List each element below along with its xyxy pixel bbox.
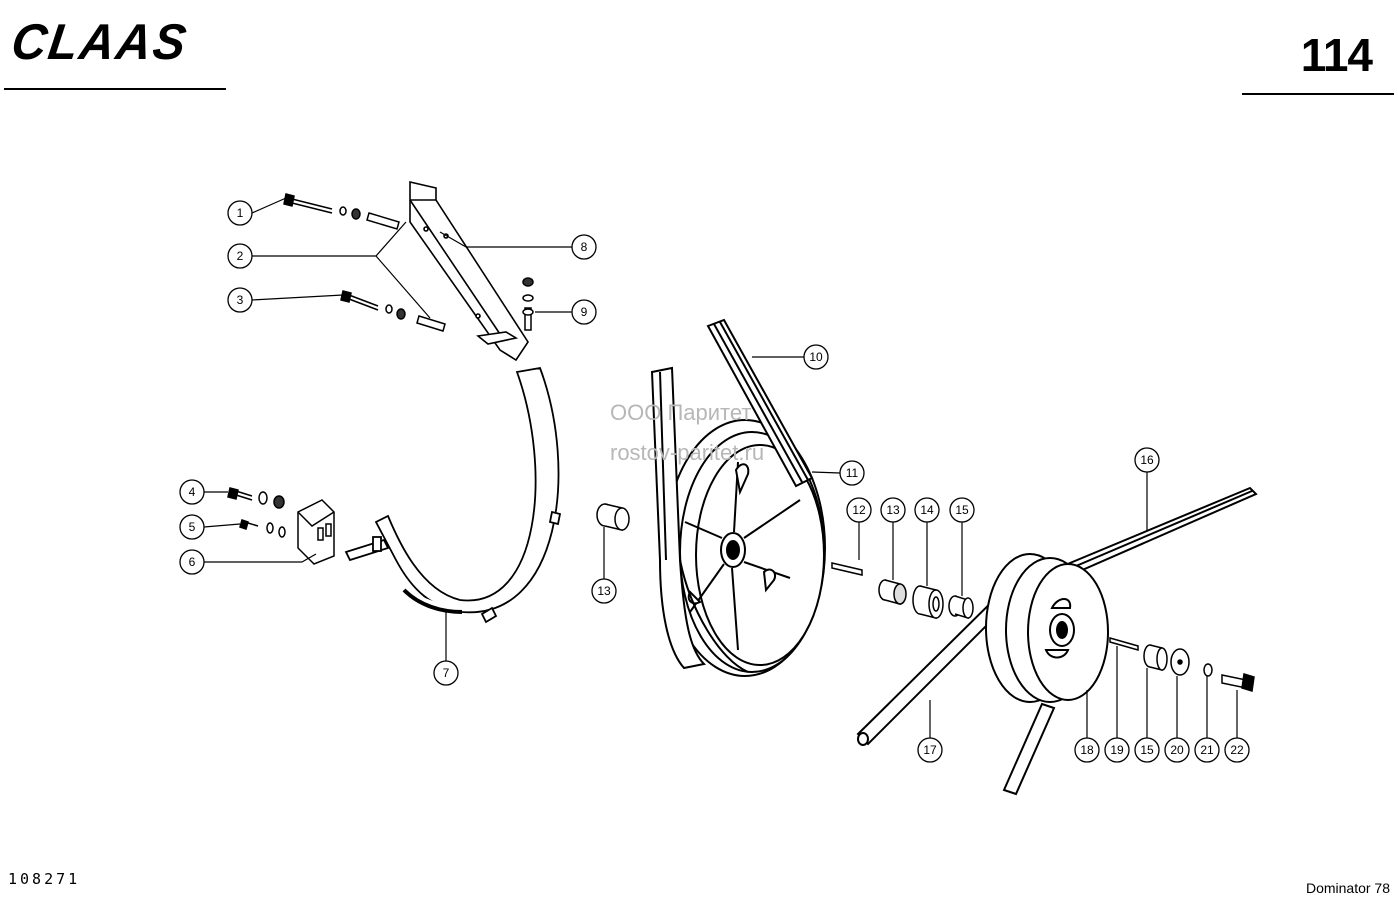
- callout-5: 5: [179, 514, 205, 540]
- callout-9: 9: [571, 299, 597, 325]
- svg-text:18: 18: [1080, 743, 1094, 757]
- watermark-company: ООО Паритет: [610, 400, 752, 425]
- bushing-part-13-right: [878, 579, 907, 605]
- svg-text:15: 15: [955, 503, 969, 517]
- small-pulley-18: [985, 553, 1109, 703]
- bushing-part-13-left: [596, 503, 630, 531]
- v-belt-part-16: [1056, 486, 1258, 580]
- svg-text:11: 11: [846, 466, 859, 480]
- callout-15-lower: 15: [1134, 737, 1160, 763]
- svg-text:3: 3: [237, 293, 244, 307]
- svg-text:10: 10: [809, 350, 823, 364]
- svg-text:13: 13: [886, 503, 900, 517]
- screw-part-5: [239, 519, 286, 538]
- svg-text:13: 13: [597, 584, 611, 598]
- mounting-plate-6: [297, 499, 335, 565]
- svg-text:19: 19: [1110, 743, 1124, 757]
- callout-21: 21: [1194, 737, 1220, 763]
- callout-2: 2: [227, 243, 253, 269]
- callout-11: 11: [839, 460, 865, 486]
- leader-lines: [203, 197, 1238, 738]
- svg-text:8: 8: [581, 240, 588, 254]
- callout-20: 20: [1164, 737, 1190, 763]
- callout-4: 4: [179, 479, 205, 505]
- svg-text:14: 14: [920, 503, 934, 517]
- bolt-washer-nut-part-9: [522, 277, 534, 331]
- v-belt-part-10: [706, 318, 814, 488]
- svg-text:4: 4: [189, 485, 196, 499]
- svg-text:22: 22: [1230, 743, 1244, 757]
- svg-text:1: 1: [237, 206, 244, 220]
- page-number: 114: [1300, 29, 1373, 81]
- callout-8: 8: [571, 234, 597, 260]
- callout-22: 22: [1224, 737, 1250, 763]
- svg-text:21: 21: [1200, 743, 1214, 757]
- callout-13-left: 13: [591, 578, 617, 604]
- svg-text:7: 7: [443, 666, 450, 680]
- callout-3: 3: [227, 287, 253, 313]
- model-name: Dominator 78: [1305, 880, 1390, 896]
- callout-1: 1: [227, 200, 253, 226]
- spacer-tube-upper: [366, 212, 400, 230]
- washer-nut-part-1: [339, 206, 361, 220]
- bushing-part-15-upper: [948, 595, 974, 620]
- curved-belt-guard-7: [344, 366, 562, 624]
- washer-part-20: [1170, 648, 1190, 676]
- callout-19: 19: [1104, 737, 1130, 763]
- svg-text:6: 6: [189, 555, 196, 569]
- bolt-part-3: [340, 290, 446, 332]
- callout-16: 16: [1134, 447, 1160, 473]
- header-rule-right: [1242, 93, 1394, 95]
- svg-text:17: 17: [923, 743, 937, 757]
- v-belt-large-pulley: [650, 366, 749, 673]
- svg-text:12: 12: [852, 503, 866, 517]
- svg-text:5: 5: [189, 520, 196, 534]
- callout-18: 18: [1074, 737, 1100, 763]
- callout-10: 10: [803, 344, 829, 370]
- drawing-number: 108271: [8, 870, 81, 888]
- header-rule-left: [4, 88, 226, 90]
- pin-part-12: [831, 562, 863, 576]
- callout-15-upper: 15: [949, 497, 975, 523]
- svg-text:16: 16: [1140, 453, 1154, 467]
- bushing-part-15-lower: [1143, 644, 1168, 671]
- callout-6: 6: [179, 549, 205, 575]
- bolt-part-22: [1221, 673, 1255, 692]
- svg-text:20: 20: [1170, 743, 1184, 757]
- svg-text:15: 15: [1140, 743, 1154, 757]
- pin-part-19: [1109, 637, 1139, 651]
- svg-text:9: 9: [581, 305, 588, 319]
- large-pulley-11: [664, 419, 826, 677]
- callout-13-right: 13: [880, 497, 906, 523]
- svg-text:2: 2: [237, 249, 244, 263]
- support-bracket-8: [409, 180, 529, 362]
- bolt-part-1: [283, 193, 333, 214]
- callout-17: 17: [917, 737, 943, 763]
- watermark-url: rostov-paritet.ru: [610, 440, 765, 465]
- lock-washer-part-21: [1203, 663, 1213, 677]
- bolt-part-4: [227, 487, 285, 509]
- bearing-part-14: [912, 585, 944, 619]
- callout-14: 14: [914, 497, 940, 523]
- callout-7: 7: [433, 660, 459, 686]
- callout-12: 12: [846, 497, 872, 523]
